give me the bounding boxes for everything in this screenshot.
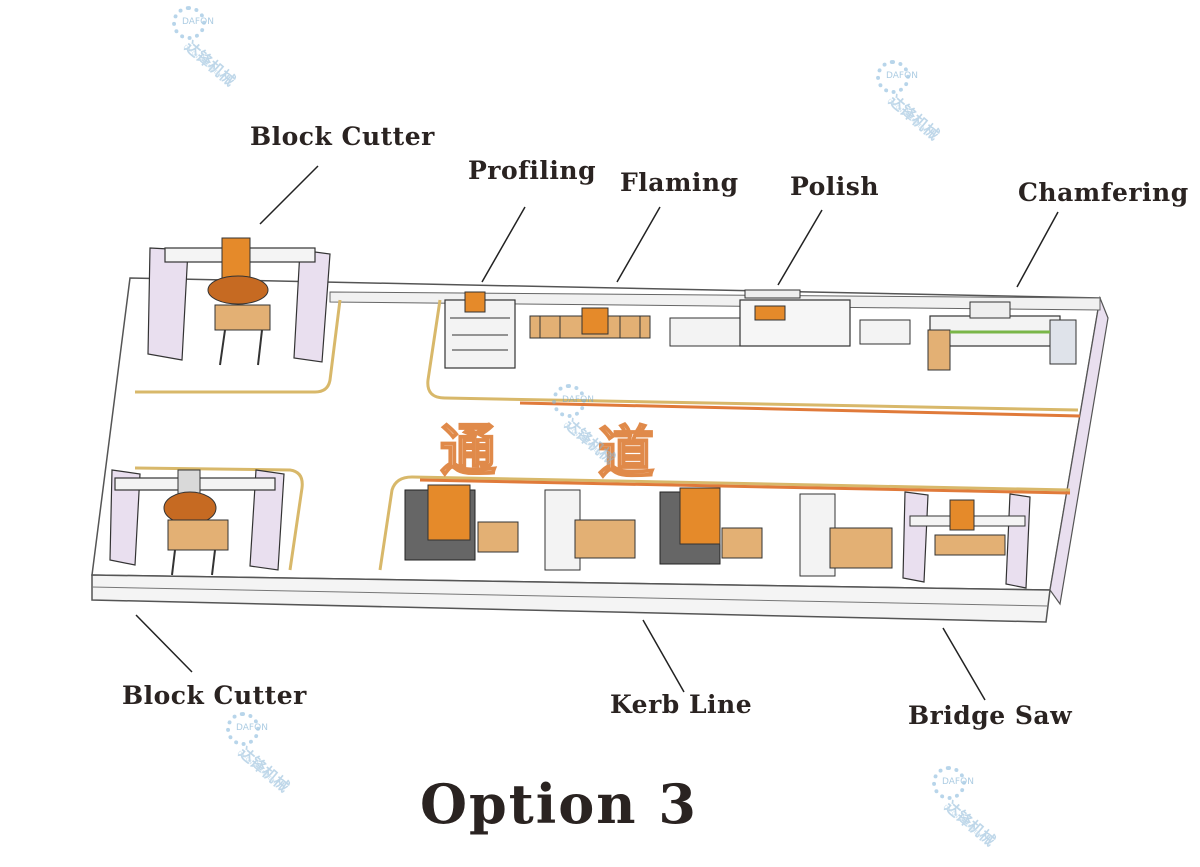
watermark-logo: DAFON 达锋机械 DAFON MACHINERY	[876, 60, 986, 144]
leader-chamfering	[1016, 211, 1059, 288]
gear-icon: DAFON	[552, 384, 594, 418]
label-flaming: Flaming	[620, 168, 739, 197]
label-block-cutter-top: Block Cutter	[250, 122, 435, 151]
label-chamfering: Chamfering	[1018, 178, 1189, 207]
label-profiling: Profiling	[468, 156, 597, 185]
leader-block-cutter-bottom	[135, 614, 193, 673]
gear-icon: DAFON	[932, 766, 974, 800]
corridor-char-1: 通	[439, 418, 497, 485]
gear-icon: DAFON	[172, 6, 214, 40]
label-kerb-line: Kerb Line	[610, 690, 753, 719]
block-cutter-bottom-machine	[109, 469, 285, 576]
leader-kerb-line	[642, 619, 685, 693]
watermark-logo: DAFON 达锋机械 DAFON MACHINERY	[932, 766, 1042, 850]
block-cutter-top-machine	[147, 237, 331, 366]
floor-line-top-left	[135, 299, 342, 394]
leader-flaming	[616, 206, 661, 283]
bridge-saw-machine	[902, 491, 1031, 589]
orange-track-top	[519, 401, 1081, 418]
floor-line-bottom-right	[378, 475, 1071, 571]
gear-icon: DAFON	[226, 712, 268, 746]
label-block-cutter-bottom: Block Cutter	[122, 681, 307, 710]
page-title: Option 3	[420, 772, 698, 836]
watermark-logo: DAFON 达锋机械 DAFON MACHINERY	[226, 712, 336, 796]
label-polish: Polish	[790, 172, 880, 201]
kerb-line-machines	[404, 484, 893, 577]
label-bridge-saw: Bridge Saw	[908, 701, 1073, 730]
chamfering-machine	[927, 301, 1077, 371]
leader-block-cutter-top	[259, 165, 319, 225]
profiling-machine	[444, 291, 516, 369]
top-rail	[329, 291, 1101, 311]
orange-track-bottom	[419, 478, 1071, 495]
floor-line-top-right	[426, 299, 1079, 412]
leader-polish	[777, 209, 823, 286]
corridor-char-2: 道	[597, 420, 655, 487]
gear-icon: DAFON	[876, 60, 918, 94]
flaming-machine	[529, 307, 651, 339]
leader-profiling	[481, 206, 526, 283]
front-wall	[91, 574, 1051, 623]
watermark-logo: DAFON 达锋机械 DAFON MACHINERY	[172, 6, 282, 90]
leader-bridge-saw	[942, 627, 986, 701]
watermark-logo: DAFON 达锋机械 DAFON MACHINERY	[552, 384, 662, 468]
floor-line-bottom-left	[134, 466, 304, 571]
polish-machine	[669, 289, 911, 347]
